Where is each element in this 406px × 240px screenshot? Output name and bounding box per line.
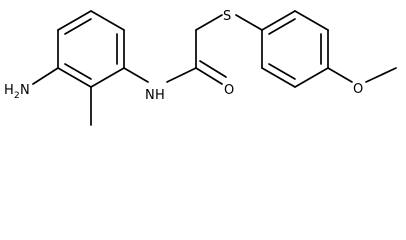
bond-s-to-ring-b bbox=[235, 14, 263, 31]
ring-a-double-1 bbox=[64, 18, 92, 35]
amide-n-text: N bbox=[145, 88, 155, 103]
ring-a-double-3 bbox=[64, 63, 92, 80]
ether-o-text: O bbox=[353, 82, 363, 97]
nh2-h-text: H bbox=[4, 83, 14, 98]
amide-nh-label: N H bbox=[145, 88, 165, 103]
bond-n-to-carbonyl-c bbox=[166, 67, 197, 83]
ring-a-bond-4 bbox=[90, 67, 125, 88]
bond-ring-to-nh2 bbox=[32, 67, 59, 85]
nh2-n-text: N bbox=[20, 83, 30, 98]
ring-b-double-3 bbox=[268, 63, 296, 80]
ring-b-bond-4 bbox=[294, 67, 329, 88]
carbonyl-bond-1 bbox=[195, 67, 223, 85]
ring-b-bond-5 bbox=[261, 67, 296, 88]
amide-h-text: H bbox=[155, 88, 165, 103]
carbonyl-o-text: O bbox=[224, 83, 234, 98]
ring-a-bond-2 bbox=[90, 10, 125, 31]
bond-ch2-to-s bbox=[195, 14, 223, 31]
nh2-subscript: 2 bbox=[14, 91, 20, 101]
bond-ring-b-to-o bbox=[327, 67, 353, 83]
ring-a-bond-5 bbox=[57, 67, 92, 88]
carbonyl-bond-2 bbox=[199, 60, 227, 78]
methoxy-methyl-bond bbox=[365, 67, 397, 83]
thioether-s-text: S bbox=[223, 9, 231, 24]
molecule-diagram: H 2 N N H O S O bbox=[4, 9, 397, 126]
ring-b-bond-2 bbox=[294, 10, 329, 31]
amino-group-label: H 2 N bbox=[4, 83, 30, 101]
ring-b-double-1 bbox=[268, 18, 296, 35]
ring-b-bond-1 bbox=[261, 10, 296, 31]
bond-ring-to-amide-n bbox=[123, 67, 149, 83]
ring-a-bond-1 bbox=[57, 10, 92, 31]
ring-b bbox=[261, 10, 329, 88]
ring-a bbox=[57, 10, 125, 88]
